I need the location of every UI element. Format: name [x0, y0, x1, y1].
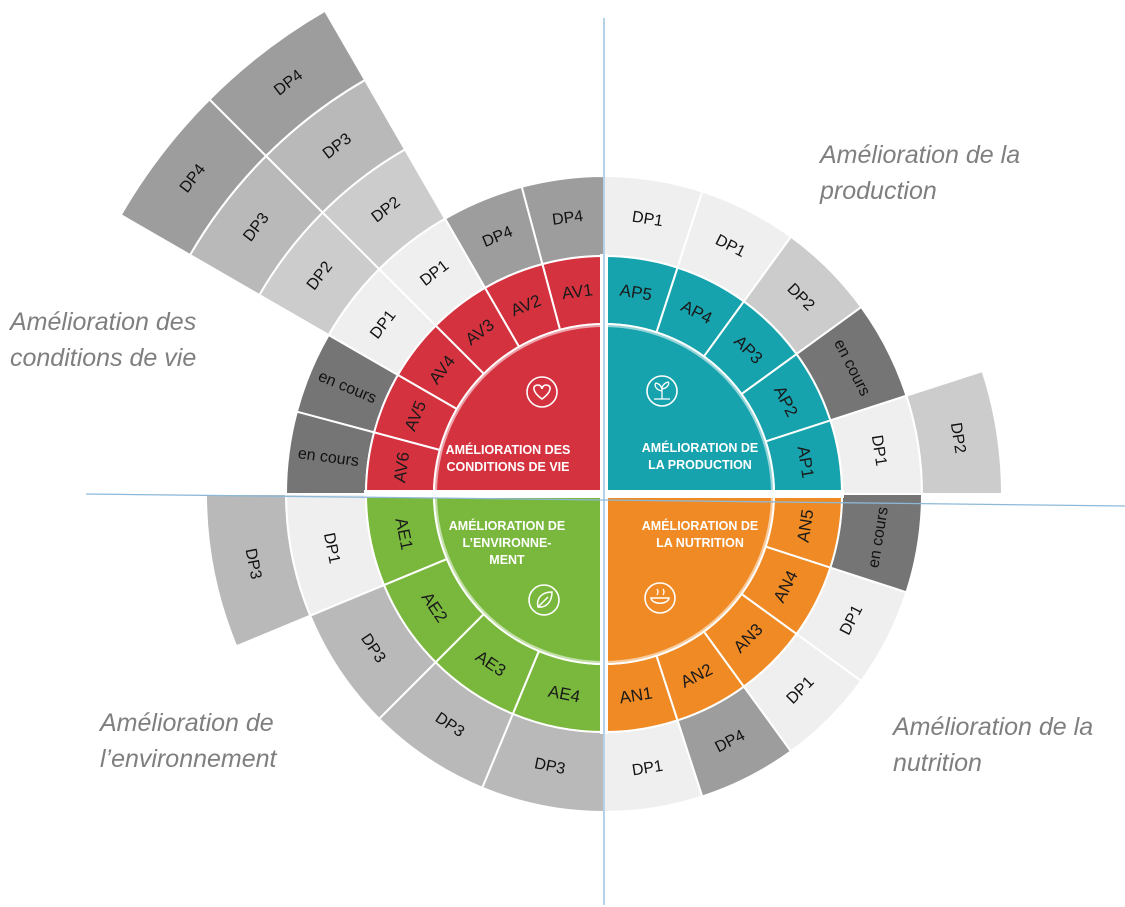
status-label: DP2	[947, 421, 969, 455]
action-label-ap1: AP1	[794, 445, 818, 480]
action-label-av6: AV6	[390, 451, 413, 484]
status-label: DP1	[868, 434, 890, 468]
title-production: Amélioration de la production	[820, 141, 1021, 205]
quadrant-label-production: AMÉLIORATION DE	[642, 440, 758, 455]
action-label-an5: AN5	[794, 508, 818, 544]
bowl-icon	[644, 582, 676, 614]
title-environnement: Amélioration de l’environnement	[100, 709, 277, 773]
quadrant-label-nutrition: AMÉLIORATION DE	[642, 518, 758, 533]
axis-horizontal	[85, 493, 1125, 507]
status-label: DP1	[631, 209, 665, 231]
status-label: DP1	[631, 758, 665, 780]
status-cell-av4-4	[119, 98, 268, 257]
action-label-an1: AN1	[618, 684, 654, 708]
quadrant-core-nutrition	[603, 493, 776, 666]
heart-icon	[526, 376, 558, 408]
title-conditions-de-vie: Amélioration des conditions de vie	[10, 308, 197, 372]
quadrant-label-nutrition: LA NUTRITION	[656, 536, 744, 550]
action-label-ap5: AP5	[619, 281, 654, 305]
status-cell-ae1-2	[204, 493, 312, 648]
status-label: DP3	[533, 755, 567, 778]
status-label: DP1	[320, 531, 343, 565]
seedling-badge-icon	[646, 375, 678, 407]
quadrant-label-environnement: L’ENVIRONNE-	[463, 536, 552, 550]
status-cell-ap1-2	[905, 369, 1004, 495]
quadrant-core-environnement	[432, 493, 605, 666]
quadrant-core-conditions-de-vie	[432, 322, 605, 495]
quadrant-core-production	[603, 322, 776, 495]
leaf-icon	[528, 584, 560, 616]
quadrant-label-production: LA PRODUCTION	[648, 458, 752, 472]
title-nutrition: Amélioration de la nutrition	[893, 713, 1094, 777]
quadrant-label-conditions-de-vie: AMÉLIORATION DES	[446, 442, 571, 457]
quadrant-label-environnement: MENT	[489, 553, 525, 567]
action-label-av1: AV1	[561, 280, 594, 303]
quadrant-label-conditions-de-vie: CONDITIONS DE VIE	[447, 460, 570, 474]
quadrant-label-environnement: AMÉLIORATION DE	[449, 518, 565, 533]
status-label: DP3	[242, 547, 265, 581]
status-label: DP4	[551, 208, 584, 229]
